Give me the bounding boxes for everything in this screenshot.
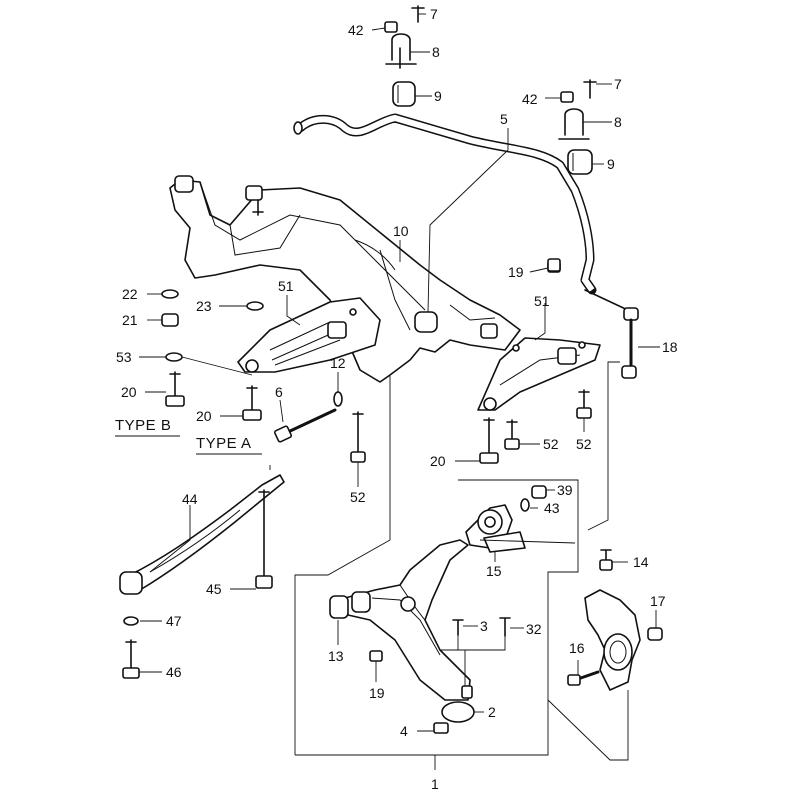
callout: 45 bbox=[206, 581, 222, 597]
plate-type-a bbox=[237, 297, 381, 373]
callout: 15 bbox=[486, 563, 502, 579]
callout: 20 bbox=[430, 453, 446, 469]
stabilizer-bar bbox=[293, 113, 597, 295]
callout: 8 bbox=[432, 44, 440, 60]
callout-numbers: 7 42 8 9 7 42 8 9 5 10 19 18 22 21 23 51… bbox=[116, 6, 678, 792]
callout: 39 bbox=[557, 482, 573, 498]
callout: 44 bbox=[182, 491, 198, 507]
callout: 7 bbox=[430, 6, 438, 22]
callout: 5 bbox=[500, 111, 508, 127]
callout: 14 bbox=[633, 554, 649, 570]
type-b-label: TYPE B bbox=[115, 417, 171, 434]
callout: 47 bbox=[166, 613, 182, 629]
callout: 3 bbox=[480, 618, 488, 634]
callout: 9 bbox=[607, 156, 615, 172]
leader-lines bbox=[139, 13, 660, 732]
callout: 53 bbox=[116, 349, 132, 365]
callout: 42 bbox=[522, 91, 538, 107]
lower-control-arm bbox=[329, 485, 613, 734]
callout: 9 bbox=[434, 88, 442, 104]
type-labels: TYPE B TYPE A bbox=[115, 417, 262, 455]
callout: 23 bbox=[196, 298, 212, 314]
assembly-outline bbox=[294, 361, 629, 770]
crossmember-subframe bbox=[169, 175, 521, 383]
callout: 52 bbox=[576, 436, 592, 452]
callout: 16 bbox=[569, 640, 585, 656]
callout: 20 bbox=[121, 384, 137, 400]
steering-knuckle bbox=[567, 589, 663, 691]
callout: 52 bbox=[543, 436, 559, 452]
callout: 17 bbox=[650, 593, 666, 609]
callout: 46 bbox=[166, 664, 182, 680]
callout: 12 bbox=[330, 355, 346, 371]
callout: 6 bbox=[275, 384, 283, 400]
callout: 19 bbox=[508, 264, 524, 280]
fasteners-right bbox=[479, 258, 592, 464]
callout: 20 bbox=[196, 408, 212, 424]
callout: 21 bbox=[122, 312, 138, 328]
left-bushing-assembly bbox=[384, 5, 425, 107]
callout: 51 bbox=[278, 278, 294, 294]
plate-type-b bbox=[477, 337, 601, 411]
right-bushing-assembly bbox=[558, 79, 597, 175]
callout: 18 bbox=[662, 339, 678, 355]
callout: 4 bbox=[400, 723, 408, 739]
callout: 7 bbox=[614, 76, 622, 92]
tension-rod bbox=[119, 474, 285, 679]
callout: 1 bbox=[431, 776, 439, 792]
callout: 32 bbox=[526, 621, 542, 637]
callout: 43 bbox=[544, 500, 560, 516]
callout: 51 bbox=[534, 293, 550, 309]
callout: 13 bbox=[328, 648, 344, 664]
callout: 42 bbox=[348, 22, 364, 38]
callout: 2 bbox=[488, 704, 496, 720]
callout: 8 bbox=[614, 114, 622, 130]
callout: 52 bbox=[350, 489, 366, 505]
callout: 10 bbox=[393, 223, 409, 239]
callout: 19 bbox=[369, 685, 385, 701]
type-a-label: TYPE A bbox=[196, 435, 252, 452]
callout: 22 bbox=[122, 286, 138, 302]
